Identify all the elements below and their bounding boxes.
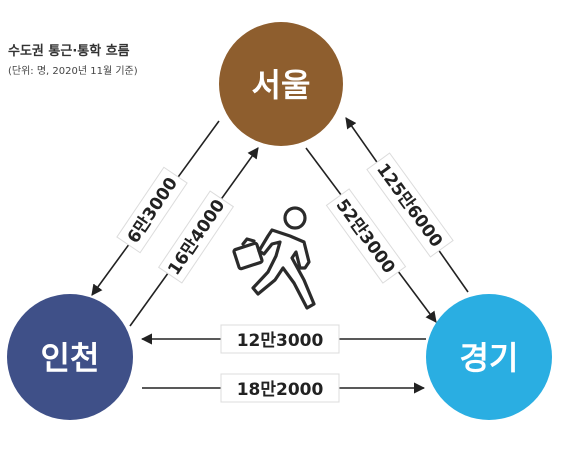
walking-person-with-briefcase-icon [232, 206, 316, 310]
flow-value-gyeonggi-to-incheon: 12만3000 [237, 331, 324, 351]
page-subtitle: (단위: 명, 2020년 11월 기준) [8, 66, 138, 77]
flow-value-incheon-to-gyeonggi: 18만2000 [237, 380, 324, 400]
node-gyeonggi-label: 경기 [460, 339, 519, 377]
page-title: 수도권 통근·통학 흐름 [8, 44, 130, 59]
node-seoul-label: 서울 [252, 66, 311, 104]
node-incheon-label: 인천 [41, 339, 100, 377]
node-incheon: 인천 [7, 294, 133, 420]
flow-label-gyeonggi-to-incheon: 12만3000 [220, 324, 340, 354]
node-incheon-circle [7, 294, 133, 420]
node-gyeonggi-circle [426, 294, 552, 420]
flow-label-seoul-to-incheon: 6만3000 [116, 166, 188, 254]
node-seoul: 서울 [219, 22, 343, 146]
flow-label-incheon-to-gyeonggi: 18만2000 [220, 373, 340, 403]
node-seoul-circle [219, 22, 343, 146]
flow-value-incheon-to-seoul: 16만4000 [164, 196, 229, 279]
flow-value-seoul-to-gyeonggi: 52만3000 [332, 196, 399, 278]
node-gyeonggi: 경기 [426, 294, 552, 420]
